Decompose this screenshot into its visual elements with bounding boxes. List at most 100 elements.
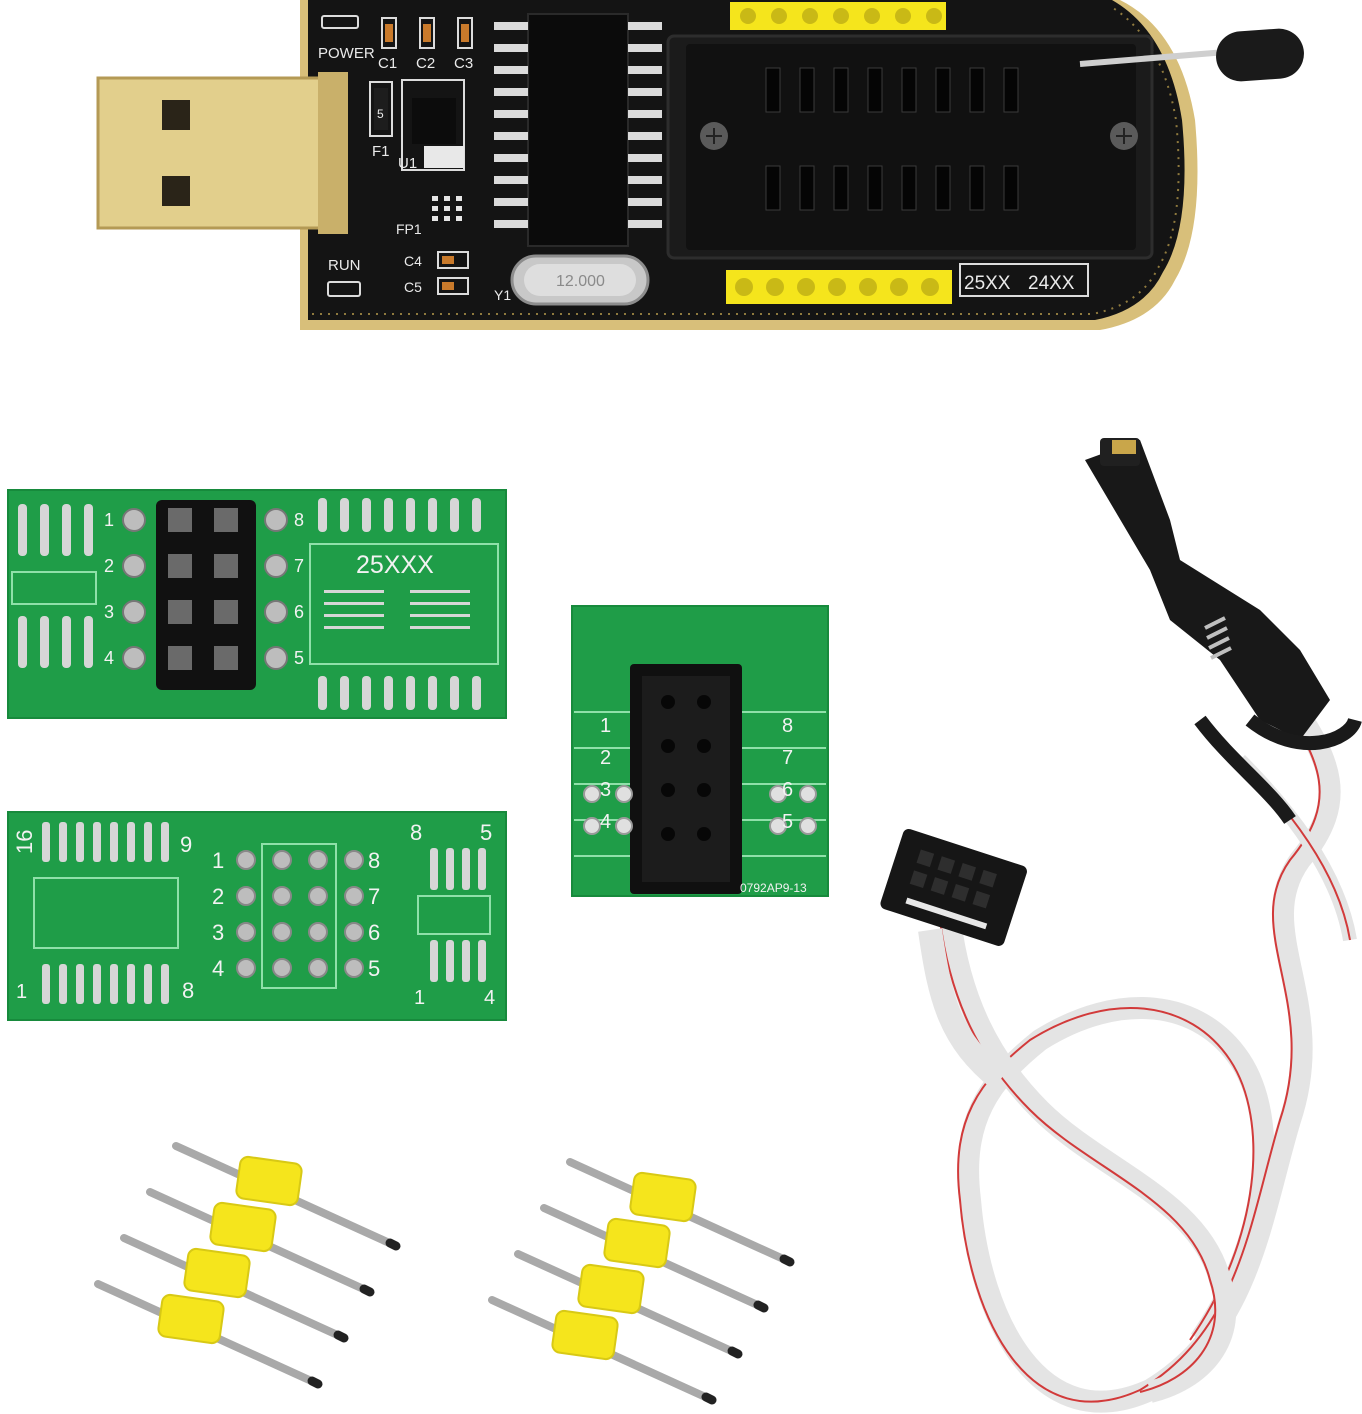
smd-pad: [340, 498, 349, 532]
adapter-25xxx-title: 25XXX: [356, 551, 434, 579]
pin-label: 1: [600, 715, 611, 737]
via: [799, 785, 817, 803]
smd-pad: [428, 498, 437, 532]
pin-tip: [359, 1284, 375, 1297]
smd-pad: [340, 676, 349, 710]
smd-pad: [472, 498, 481, 532]
header-pin: [740, 8, 756, 24]
solder-joint: [264, 508, 288, 532]
smd-pad: [318, 498, 327, 532]
smd-pad: [410, 602, 470, 605]
connector-hole: [909, 870, 928, 889]
header-pin: [864, 8, 880, 24]
pin-label: 4: [104, 648, 114, 668]
pin-label: 8: [368, 848, 380, 873]
solder-joint: [264, 600, 288, 624]
dip-big-bottom-left: 1: [16, 981, 27, 1003]
header-plastic: [235, 1155, 303, 1207]
fuse-f1: [369, 81, 393, 137]
smd-pad: [450, 498, 459, 532]
dip-hole: [236, 958, 256, 978]
dip-hole: [344, 886, 364, 906]
connector-hole: [930, 877, 949, 895]
dip-big-bottom-right: 8: [182, 978, 194, 1003]
smd-pad: [76, 964, 84, 1004]
zif-slot: [765, 67, 781, 113]
dip-hole: [272, 958, 292, 978]
solder-joint: [122, 600, 146, 624]
header-pin: [802, 8, 818, 24]
idc-hole: [661, 827, 675, 841]
pin-label: 6: [294, 602, 304, 622]
smd-pad: [110, 822, 118, 862]
crystal-y1: 12.000: [510, 254, 650, 306]
header-pin: [168, 508, 192, 532]
header-pin: [735, 278, 753, 296]
dip-hole: [308, 886, 328, 906]
soic-clip-cable: [880, 438, 1362, 1413]
ic-pin: [494, 44, 528, 52]
ic-pin: [494, 110, 528, 118]
ic-pin: [628, 154, 662, 162]
smd-pad: [161, 964, 169, 1004]
ic-pin: [494, 132, 528, 140]
c5-label: C5: [404, 279, 422, 295]
soic-clip: [1085, 440, 1330, 740]
connector-hole: [958, 863, 977, 881]
power-label: POWER: [318, 45, 375, 62]
dip-hole: [272, 850, 292, 870]
header-pin: [921, 278, 939, 296]
idc-code: 0792AP9-13: [740, 881, 807, 895]
smd-pad: [446, 940, 454, 982]
pin-label: 4: [600, 811, 611, 833]
zif-slot: [799, 67, 815, 113]
zif-slot: [833, 165, 849, 211]
connector-hole: [937, 856, 956, 874]
ic-pin: [494, 66, 528, 74]
idc-hole: [661, 695, 675, 709]
socket-label-25xx: 25XX: [964, 273, 1011, 294]
pin-label: 1: [212, 848, 224, 873]
smd-pad: [362, 498, 371, 532]
header-plastic: [603, 1217, 671, 1269]
header-pin: [828, 278, 846, 296]
idc-hole: [697, 695, 711, 709]
dip-hole: [272, 886, 292, 906]
header-top: [730, 2, 946, 30]
header-pin: [168, 600, 192, 624]
smd-pad: [18, 616, 27, 668]
idc-hole: [697, 739, 711, 753]
connector-hole: [979, 869, 997, 888]
zif-slot: [799, 165, 815, 211]
dip-hole: [308, 922, 328, 942]
idc-connector: [880, 829, 1027, 946]
header-pin: [771, 8, 787, 24]
pin-label: 2: [212, 884, 224, 909]
zif-slot: [969, 165, 985, 211]
pin-label: 8: [294, 510, 304, 530]
y1-label: Y1: [494, 287, 511, 303]
smd-pad: [324, 614, 384, 617]
connector-hole: [972, 890, 991, 909]
header-plastic: [157, 1293, 225, 1345]
ic-pin: [628, 110, 662, 118]
ic-pin: [628, 220, 662, 228]
ic-pin: [494, 220, 528, 228]
zif-slot: [935, 165, 951, 211]
pin-tip: [385, 1238, 401, 1251]
zif-slot: [867, 67, 883, 113]
header-pin: [766, 278, 784, 296]
smd-pad: [324, 626, 384, 629]
ic-pin: [628, 88, 662, 96]
header-pin: [833, 8, 849, 24]
ic-pin: [628, 132, 662, 140]
smd-pad: [478, 848, 486, 890]
smd-pad: [93, 822, 101, 862]
dip-hole: [236, 886, 256, 906]
ic-pin: [494, 198, 528, 206]
ic-pin: [628, 44, 662, 52]
zif-slot: [765, 165, 781, 211]
smd-pad: [406, 676, 415, 710]
pin-label: 7: [294, 556, 304, 576]
dip-hole: [236, 850, 256, 870]
